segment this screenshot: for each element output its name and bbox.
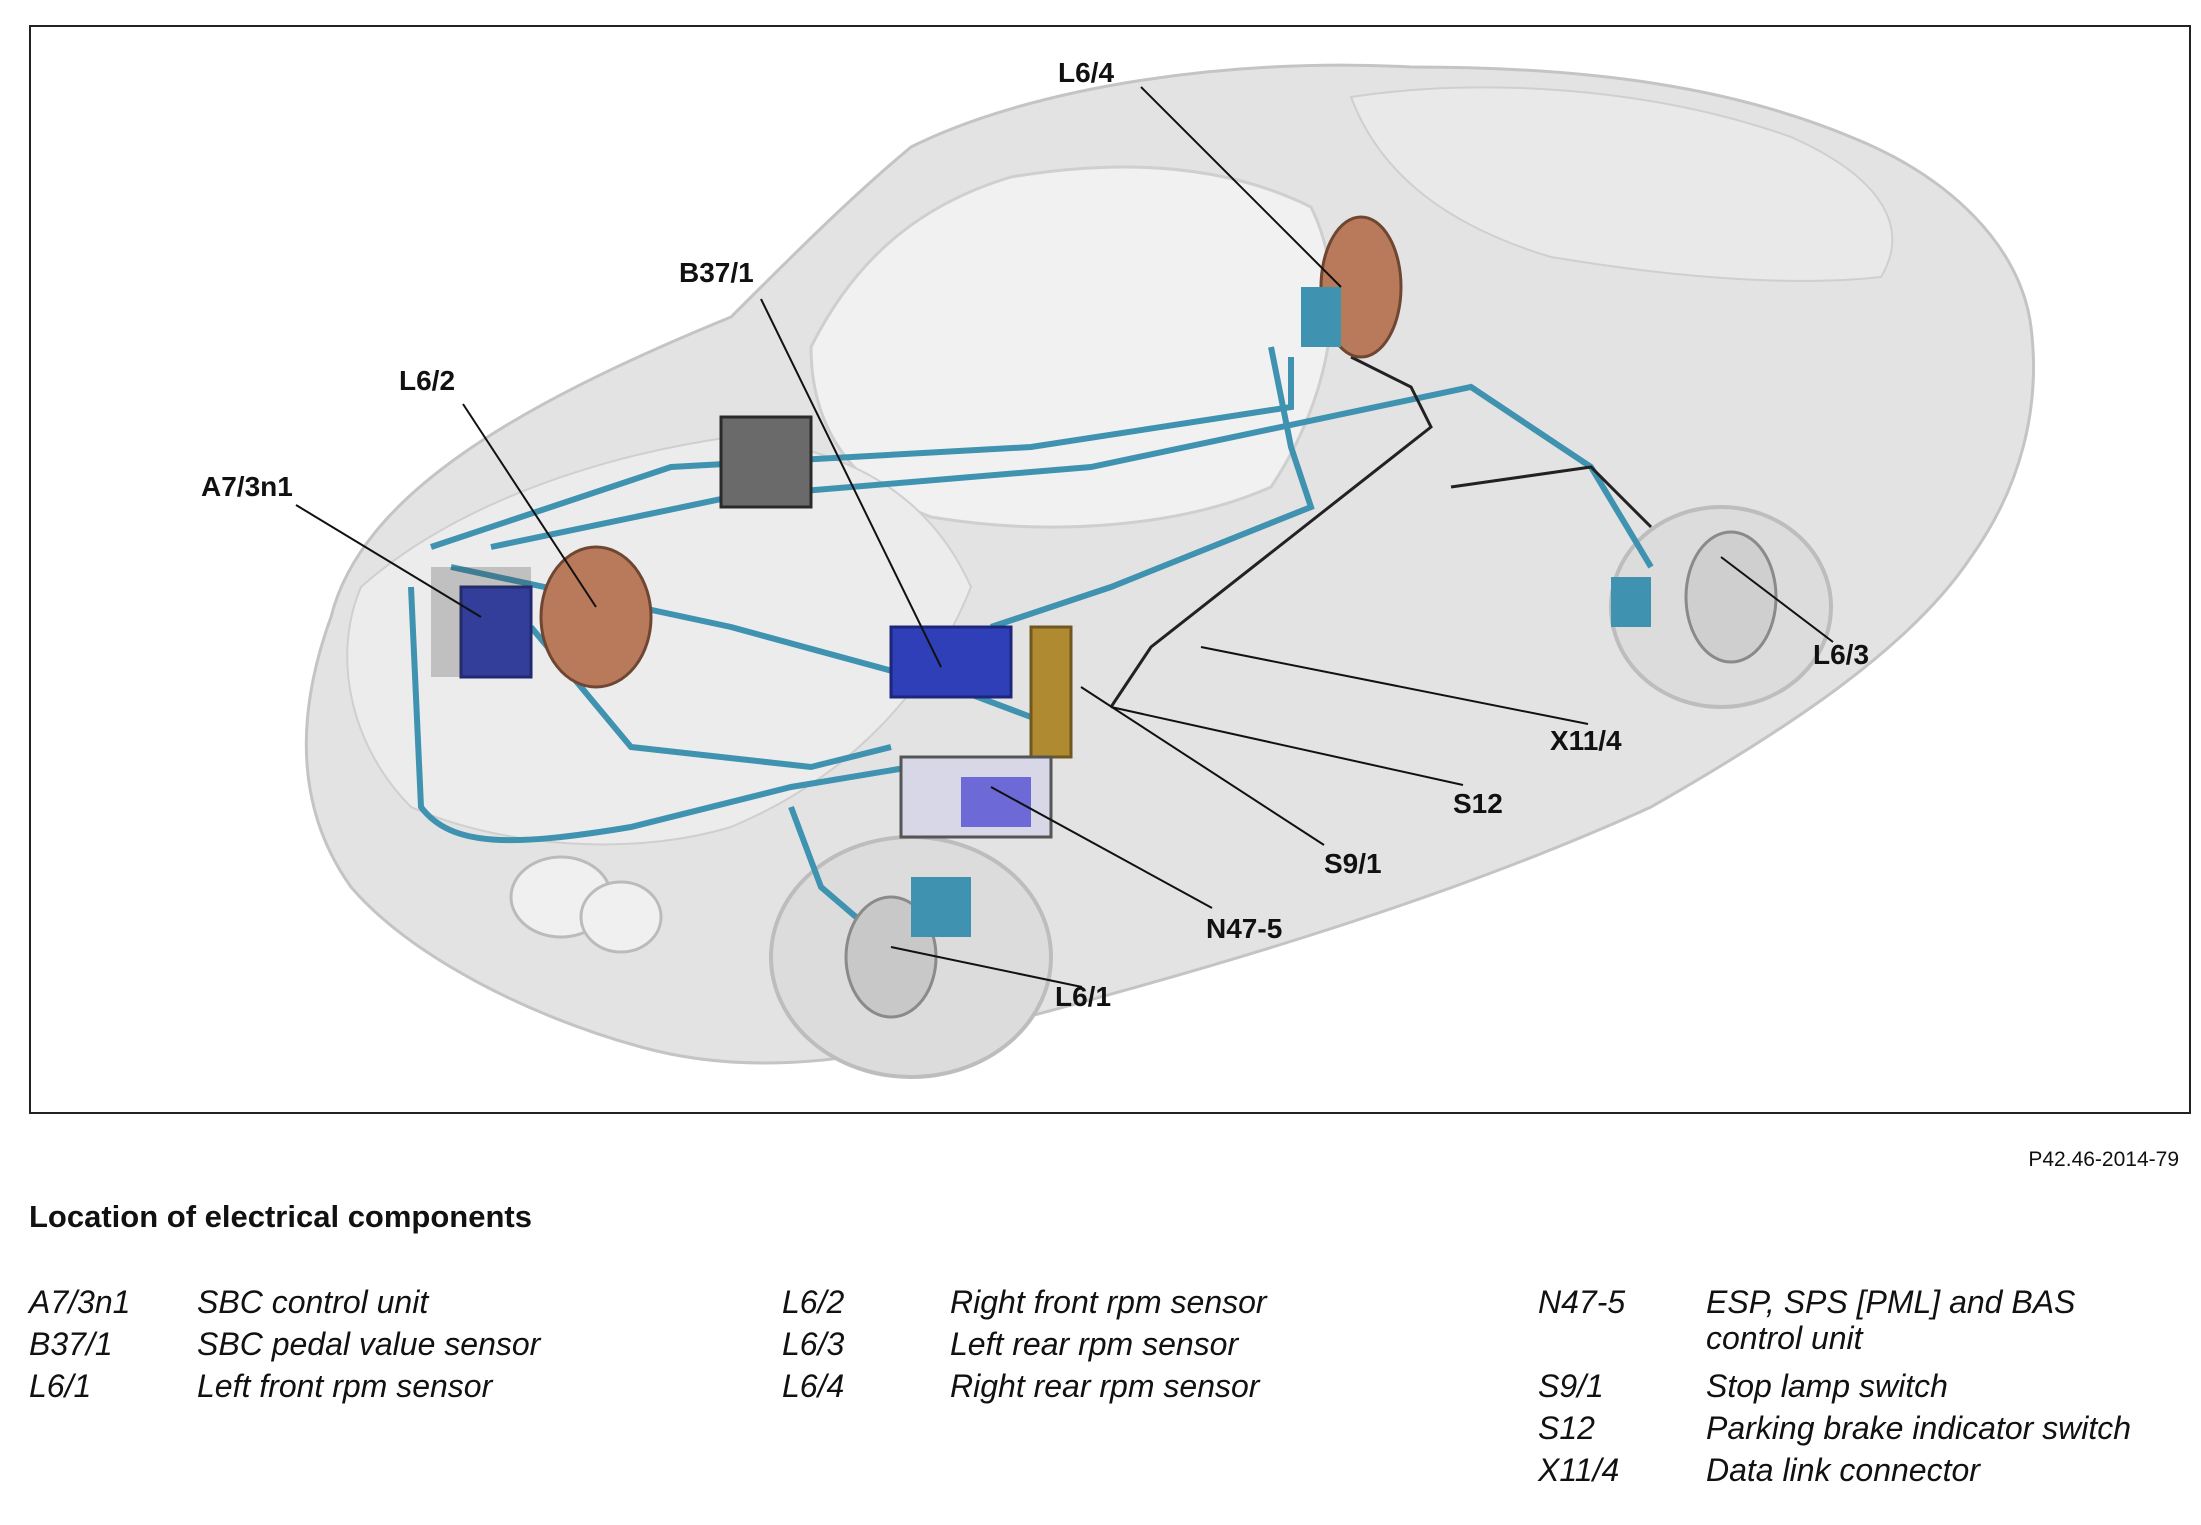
sbc-control-unit-module xyxy=(459,585,533,679)
callout-l6-4: L6/4 xyxy=(1058,57,1115,88)
legend-description: Left front rpm sensor xyxy=(197,1368,493,1404)
sbc-housing xyxy=(431,567,531,677)
car-illustration xyxy=(295,63,2035,1079)
callout-l6-1: L6/1 xyxy=(1055,981,1112,1012)
brake-disc-front-right xyxy=(539,545,653,689)
callout-b37-1: B37/1 xyxy=(679,257,754,288)
callout-l6-3: L6/3 xyxy=(1813,639,1870,670)
caliper-rear-right xyxy=(1301,287,1341,347)
callout-l6-2: L6/2 xyxy=(399,365,456,396)
pedal-assembly xyxy=(1029,625,1073,759)
legend-code: B37/1 xyxy=(29,1326,113,1362)
legend-code: L6/3 xyxy=(782,1326,845,1362)
legend-code: S9/1 xyxy=(1538,1368,1604,1404)
figure-id: P42.46-2014-79 xyxy=(2028,1148,2179,1171)
legend-code: L6/2 xyxy=(782,1284,845,1320)
legend-description: ESP, SPS [PML] and BAS control unit xyxy=(1706,1284,2076,1356)
legend-title: Location of electrical components xyxy=(29,1199,532,1234)
legend-code: X11/4 xyxy=(1538,1452,1620,1488)
brake-master-unit xyxy=(889,625,1013,699)
roof-panel xyxy=(1349,86,1894,282)
callout-a7-3n1: A7/3n1 xyxy=(201,471,293,502)
legend-description: Parking brake indicator switch xyxy=(1706,1410,2132,1446)
caliper-front-left xyxy=(911,877,971,937)
brake-disc-rear-left xyxy=(1684,530,1778,664)
diagram-frame: L6/4 B37/1 L6/2 A7/3n1 L6/3 X11/4 S12 S9… xyxy=(29,25,2191,1114)
callout-s9-1: S9/1 xyxy=(1324,848,1382,879)
callout-x11-4: X11/4 xyxy=(1550,725,1622,756)
callout-s12: S12 xyxy=(1453,788,1503,819)
legend-description: Stop lamp switch xyxy=(1706,1368,1948,1404)
legend-description: SBC pedal value sensor xyxy=(197,1326,541,1362)
leader-lines xyxy=(295,86,1834,988)
legend-description: SBC control unit xyxy=(197,1284,429,1320)
battery-box xyxy=(719,415,813,509)
legend-description: Left rear rpm sensor xyxy=(950,1326,1239,1362)
black-wires xyxy=(1109,355,1653,708)
callout-n47-5: N47-5 xyxy=(1206,913,1283,944)
legend-description: Right rear rpm sensor xyxy=(950,1368,1260,1404)
legend-code: L6/4 xyxy=(782,1368,845,1404)
legend-description: Data link connector xyxy=(1706,1452,1980,1488)
hood-panel xyxy=(346,435,973,846)
headlight-right xyxy=(579,880,663,954)
legend-code: N47-5 xyxy=(1538,1284,1626,1320)
legend-code: A7/3n1 xyxy=(29,1284,131,1320)
esp-module-face xyxy=(961,777,1031,827)
caliper-rear-left xyxy=(1611,577,1651,627)
legend-description: Right front rpm sensor xyxy=(950,1284,1267,1320)
legend-code: S12 xyxy=(1538,1410,1595,1446)
legend-code: L6/1 xyxy=(29,1368,92,1404)
